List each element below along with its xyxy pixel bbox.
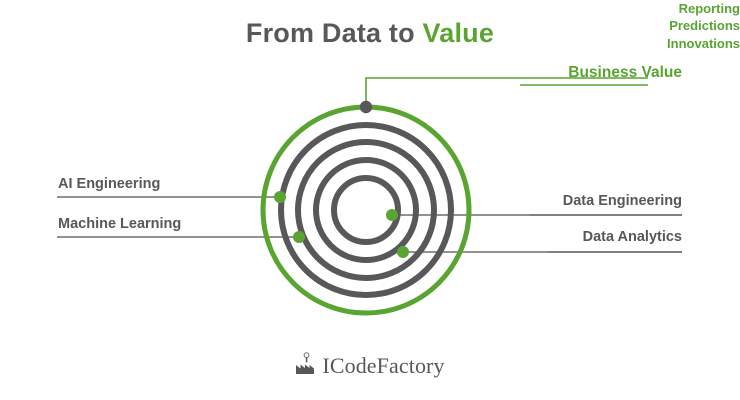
label-data-engineering[interactable]: Data Engineering: [562, 193, 682, 209]
business-value-sublist-item-0: Reporting: [678, 1, 740, 16]
data-engineering-ring: [278, 122, 454, 298]
machine-learning-node[interactable]: [293, 231, 305, 243]
factory-icon: [295, 352, 321, 381]
footer-logo[interactable]: ICodeFactory: [0, 352, 740, 381]
label-machine-learning[interactable]: Machine Learning: [58, 216, 182, 232]
data-engineering-node[interactable]: [386, 209, 398, 221]
data-analytics-node[interactable]: [397, 246, 409, 258]
business-value-sublist: Reporting Predictions Innovations: [0, 0, 740, 52]
leader-line-business-value: [365, 77, 648, 107]
business-value-node[interactable]: [359, 100, 373, 114]
business-value-sublist-item-2: Innovations: [667, 35, 740, 51]
page-title-accent: Value: [422, 18, 495, 48]
business-value-sublist-item-1: Predictions: [669, 18, 740, 34]
label-data-analytics[interactable]: Data Analytics: [582, 229, 682, 245]
ai-engineering-node[interactable]: [274, 191, 286, 203]
page-title: From Data to Value: [0, 18, 740, 49]
label-business-value[interactable]: Business Value: [568, 64, 682, 81]
business-value-ring: [260, 104, 472, 316]
logo-text: ICodeFactory: [322, 353, 445, 378]
label-ai-engineering[interactable]: AI Engineering: [58, 176, 161, 192]
machine-learning-ring: [331, 175, 401, 245]
ai-engineering-ring: [313, 157, 419, 263]
page-title-prefix: From Data to: [245, 18, 423, 48]
data-analytics-ring: [295, 139, 437, 281]
